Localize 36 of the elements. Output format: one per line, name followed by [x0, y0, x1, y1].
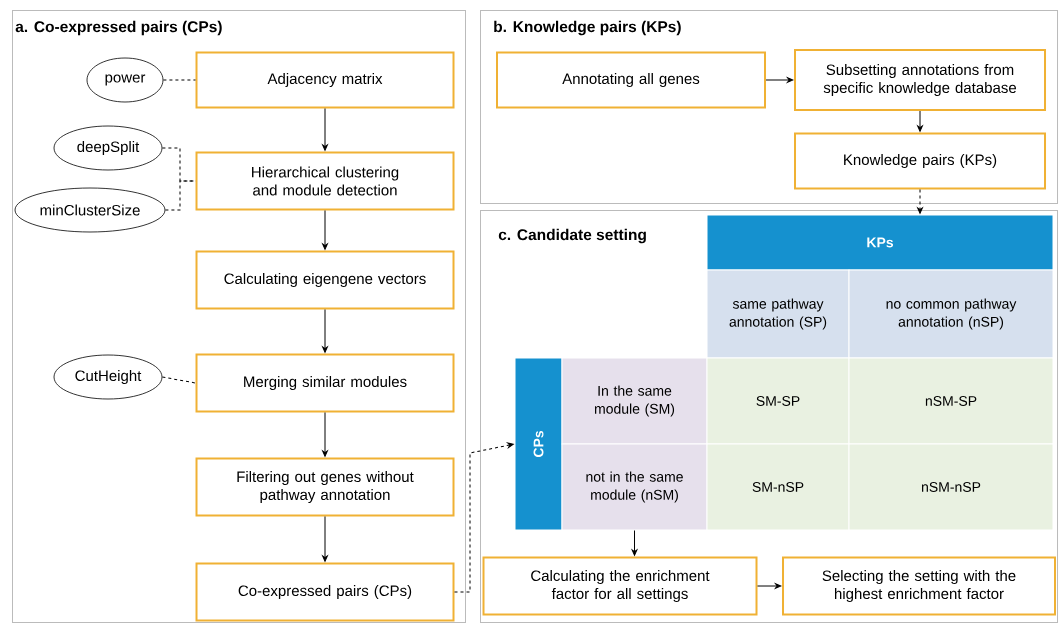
process-box: Annotating all genes — [496, 51, 766, 109]
process-box: Merging similar modules — [195, 353, 455, 413]
process-box: Calculating eigengene vectors — [195, 250, 455, 310]
process-box: Hierarchical clustering and module detection — [195, 151, 455, 211]
table-cell: nSM-SP — [848, 357, 1054, 445]
arrow — [322, 412, 328, 457]
connector-line — [162, 79, 196, 81]
arrow — [322, 108, 328, 151]
process-box: Adjacency matrix — [195, 51, 455, 109]
process-box: Knowledge pairs (KPs) — [794, 132, 1046, 190]
table-cell: SM-SP — [706, 357, 850, 445]
arrow — [757, 583, 782, 589]
process-box: Selecting the setting with the highest enrichment factor — [782, 556, 1056, 616]
arrow — [454, 442, 514, 593]
process-box: Filtering out genes without pathway annotation — [195, 457, 455, 517]
table-header: CPs — [514, 357, 563, 531]
arrow — [917, 189, 923, 214]
table-cell: no common pathway annotation (nSP) — [848, 269, 1054, 359]
process-box: Subsetting annotations from specific knowledge database — [794, 49, 1046, 111]
table-cell: same pathway annotation (SP) — [706, 269, 850, 359]
arrow — [765, 77, 794, 83]
process-box: Calculating the enrichment factor for all settings — [482, 556, 758, 616]
arrow — [631, 530, 638, 556]
table-cell: not in the same module (nSM) — [561, 443, 708, 531]
arrow — [917, 110, 923, 132]
connector-line — [164, 180, 196, 211]
table-cell: In the same module (SM) — [561, 357, 708, 445]
arrow — [322, 516, 328, 562]
table-header: KPs — [706, 214, 1054, 271]
arrow — [322, 210, 328, 250]
table-cell: nSM-nSP — [848, 443, 1054, 531]
table-cell: SM-nSP — [706, 443, 850, 531]
arrow — [322, 309, 328, 353]
connector-line — [161, 147, 196, 182]
process-box: Co-expressed pairs (CPs) — [195, 562, 455, 622]
connector-line — [161, 376, 196, 384]
